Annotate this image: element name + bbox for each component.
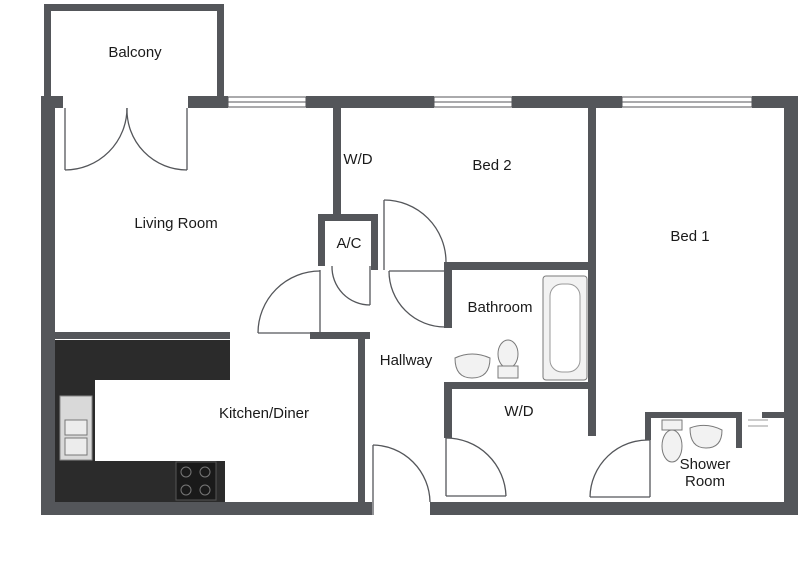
balcony-walls bbox=[44, 4, 224, 104]
room-label-hallway: Hallway bbox=[380, 352, 433, 369]
hob-icon bbox=[175, 461, 217, 501]
sink-icon bbox=[689, 424, 723, 449]
bathtub-icon bbox=[542, 275, 588, 381]
door-swing-icon bbox=[589, 439, 651, 498]
shower-icon bbox=[748, 419, 768, 427]
kitchen-sink-icon bbox=[59, 395, 93, 461]
room-label-wd-top: W/D bbox=[343, 151, 372, 168]
room-label-bed2: Bed 2 bbox=[472, 157, 511, 174]
bathroom-fixtures bbox=[454, 275, 588, 381]
door-swing-icon bbox=[372, 444, 431, 515]
room-label-shower-line1: Shower bbox=[680, 456, 731, 473]
room-label-bed1: Bed 1 bbox=[670, 228, 709, 245]
door-swing-icon bbox=[257, 270, 321, 334]
room-label-kitchen: Kitchen/Diner bbox=[219, 405, 309, 422]
room-label-ac: A/C bbox=[336, 235, 361, 252]
door-swing-icon bbox=[64, 107, 188, 171]
toilet-icon bbox=[661, 419, 683, 463]
door-swing-icon bbox=[383, 199, 447, 270]
interior-walls bbox=[55, 106, 784, 507]
shower-fixtures bbox=[661, 419, 768, 463]
door-swing-icon bbox=[331, 265, 371, 306]
doors bbox=[64, 107, 651, 515]
room-labels: Balcony Living Room W/D Bed 2 Bed 1 A/C … bbox=[108, 44, 730, 490]
toilet-icon bbox=[497, 339, 519, 379]
sink-icon bbox=[454, 353, 491, 379]
door-swing-icon bbox=[388, 270, 446, 328]
room-label-living-room: Living Room bbox=[134, 215, 217, 232]
room-label-shower-line2: Room bbox=[685, 473, 725, 490]
room-label-balcony: Balcony bbox=[108, 44, 162, 61]
room-label-wd-bottom: W/D bbox=[504, 403, 533, 420]
door-swing-icon bbox=[445, 437, 507, 497]
room-label-bathroom: Bathroom bbox=[467, 299, 532, 316]
kitchen-units bbox=[55, 340, 230, 502]
outer-walls bbox=[41, 96, 798, 515]
windows bbox=[227, 96, 753, 108]
